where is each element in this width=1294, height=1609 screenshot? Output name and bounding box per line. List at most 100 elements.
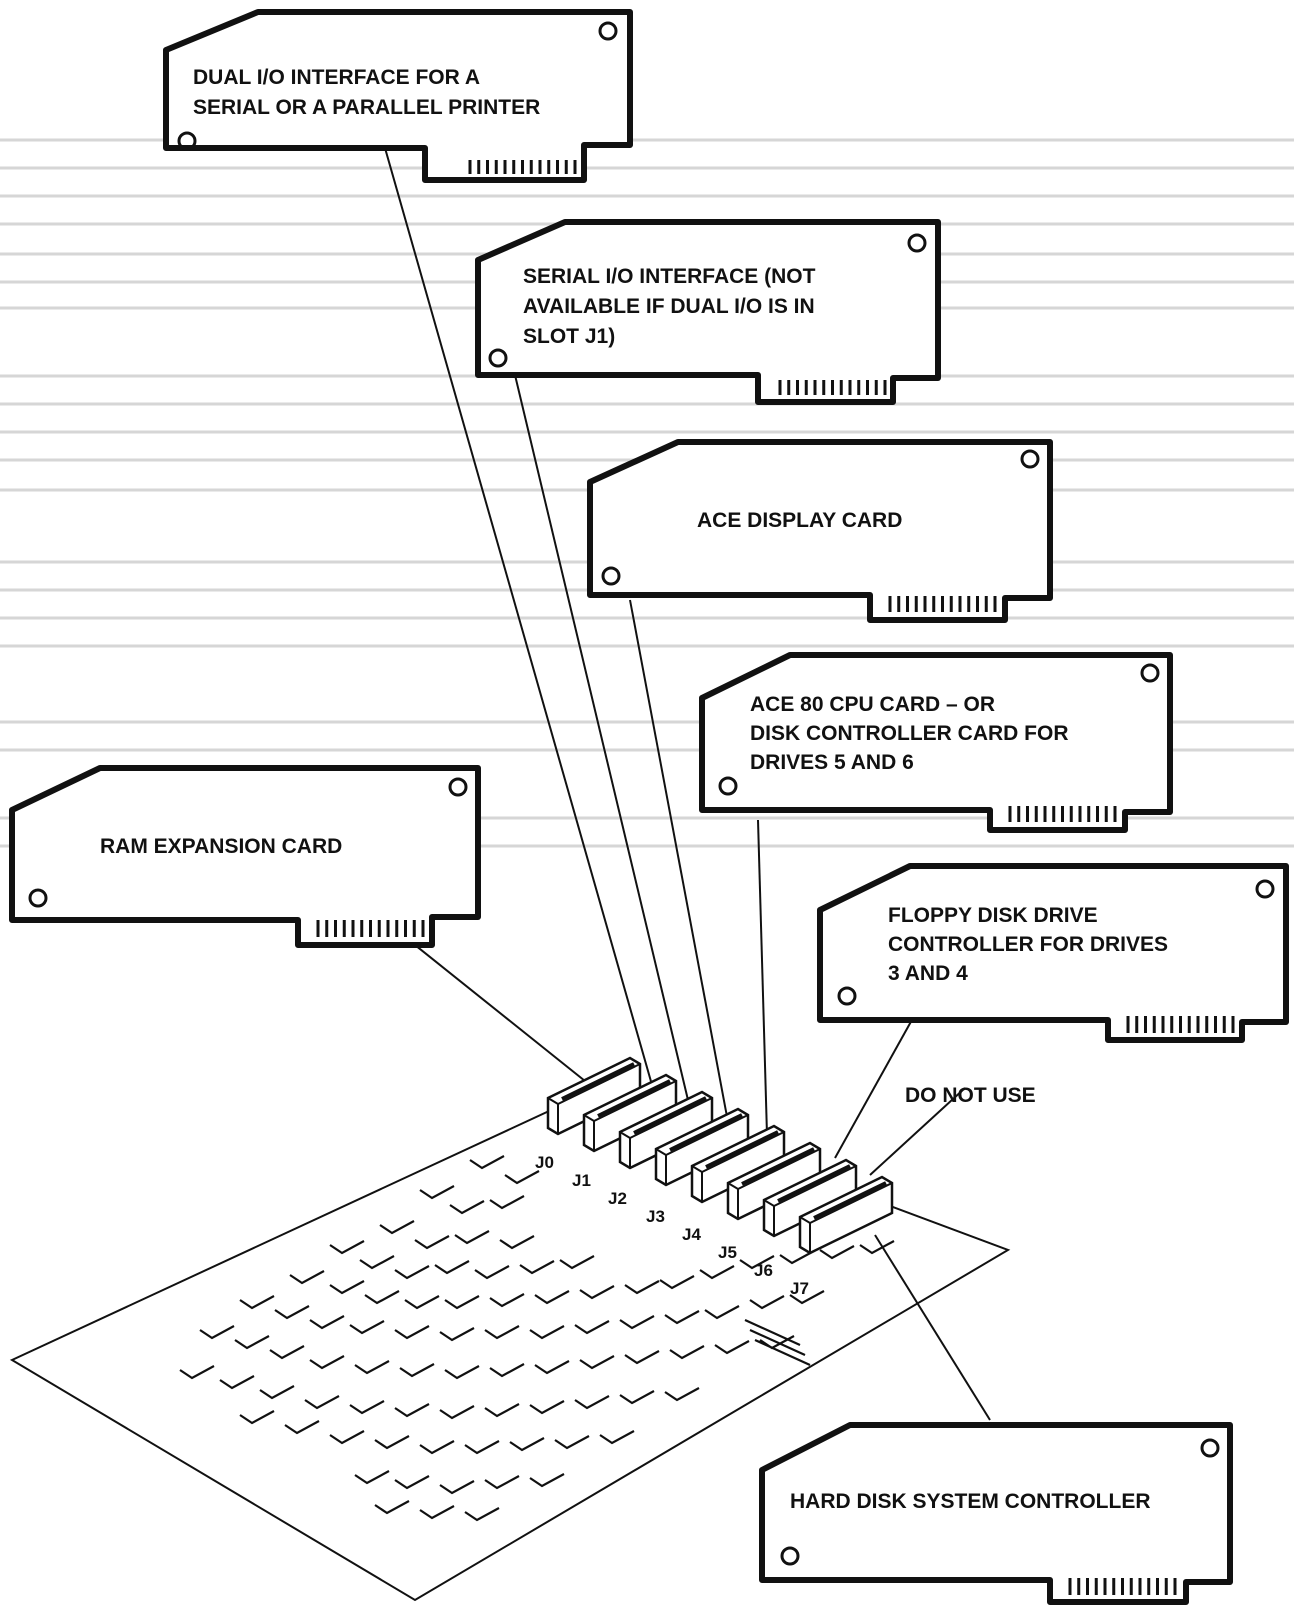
card-serial-io-line-2: AVAILABLE IF DUAL I/O IS IN [523, 295, 815, 318]
edge-connector [316, 920, 425, 937]
card-serial-io-line-3: SLOT J1) [523, 325, 615, 348]
trace-mark [464, 1507, 500, 1522]
trace-mark [519, 1260, 555, 1275]
trace-mark [749, 1295, 785, 1310]
trace-mark [329, 1280, 365, 1295]
trace-mark [419, 1505, 455, 1520]
mounting-hole [448, 777, 468, 797]
mounting-hole [837, 986, 857, 1006]
trace-mark [574, 1395, 610, 1410]
trace-mark [284, 1420, 320, 1435]
slot-label-j6: J6 [754, 1261, 773, 1280]
card-ram-expansion: RAM EXPANSION CARD [9, 765, 481, 948]
trace-mark [449, 1200, 485, 1215]
edge-connector [1008, 806, 1117, 822]
slot-connector [798, 1175, 894, 1255]
slot-label-j7: J7 [790, 1279, 809, 1298]
trace-mark [504, 1170, 540, 1185]
trace-mark [274, 1305, 310, 1320]
trace-mark [574, 1320, 610, 1335]
trace-mark [529, 1473, 565, 1488]
trace-mark [739, 1255, 775, 1270]
trace-mark [179, 1365, 215, 1380]
card-hard-disk-controller: HARD DISK SYSTEM CONTROLLER [759, 1422, 1233, 1605]
slot-label-j3: J3 [646, 1207, 665, 1226]
trace-mark [554, 1435, 590, 1450]
card-ace-cpu-line-3: DRIVES 5 AND 6 [750, 751, 914, 774]
trace-mark [464, 1440, 500, 1455]
mounting-hole [718, 776, 738, 796]
edge-connector [1126, 1016, 1235, 1033]
trace-mark [414, 1235, 450, 1250]
trace-mark [439, 1327, 475, 1342]
trace-mark [579, 1355, 615, 1370]
trace-mark [599, 1430, 635, 1445]
trace-mark [509, 1437, 545, 1452]
slot-connector [726, 1141, 822, 1221]
mounting-hole [1255, 879, 1275, 899]
card-dual-io-interface: DUAL I/O INTERFACE FOR A SERIAL OR A PAR… [163, 9, 633, 183]
trace-mark [374, 1435, 410, 1450]
trace-mark [394, 1403, 430, 1418]
trace-mark [354, 1360, 390, 1375]
trace-mark [364, 1290, 400, 1305]
trace-mark [624, 1280, 660, 1295]
mounting-hole [601, 566, 621, 586]
trace-mark [259, 1385, 295, 1400]
trace-line [754, 1338, 811, 1367]
trace-mark [489, 1363, 525, 1378]
trace-mark [359, 1255, 395, 1270]
trace-mark [484, 1325, 520, 1340]
trace-mark [534, 1360, 570, 1375]
trace-mark [714, 1340, 750, 1355]
trace-mark [699, 1265, 735, 1280]
slot-label-j4: J4 [682, 1225, 701, 1244]
trace-mark [219, 1375, 255, 1390]
trace-mark [239, 1295, 275, 1310]
trace-mark [309, 1355, 345, 1370]
trace-mark [404, 1295, 440, 1310]
trace-mark [819, 1245, 855, 1260]
trace-mark [234, 1335, 270, 1350]
trace-mark [579, 1285, 615, 1300]
mounting-hole [780, 1546, 800, 1566]
trace-mark [394, 1475, 430, 1490]
slot-label-j2: J2 [608, 1189, 627, 1208]
trace-mark [394, 1265, 430, 1280]
do-not-use-label: DO NOT USE [905, 1084, 1036, 1107]
edge-connector [468, 160, 577, 174]
trace-mark [309, 1315, 345, 1330]
trace-mark [239, 1410, 275, 1425]
edge-connector [778, 380, 887, 395]
card-ram-line-1: RAM EXPANSION CARD [100, 835, 342, 858]
mounting-hole [1200, 1438, 1220, 1458]
slot-connectors [546, 1056, 894, 1255]
card-ace-cpu-line-1: ACE 80 CPU CARD – OR [750, 693, 995, 716]
card-hard-disk-line-1: HARD DISK SYSTEM CONTROLLER [790, 1490, 1151, 1513]
trace-mark [399, 1363, 435, 1378]
trace-mark [489, 1195, 525, 1210]
trace-mark [619, 1390, 655, 1405]
mounting-hole [907, 233, 927, 253]
card-ace-cpu-line-2: DISK CONTROLLER CARD FOR [750, 722, 1069, 745]
trace-mark [669, 1345, 705, 1360]
trace-mark [374, 1500, 410, 1515]
card-floppy-line-1: FLOPPY DISK DRIVE [888, 904, 1098, 927]
trace-mark [394, 1325, 430, 1340]
trace-mark [559, 1255, 595, 1270]
slot-label-j0: J0 [535, 1153, 554, 1172]
trace-mark [789, 1290, 825, 1305]
mounting-hole [28, 888, 48, 908]
trace-mark [419, 1440, 455, 1455]
slot-labels: J0 J1 J2 J3 J4 J5 J6 J7 [535, 1153, 809, 1298]
trace-mark [469, 1155, 505, 1170]
trace-mark [474, 1265, 510, 1280]
trace-mark [304, 1395, 340, 1410]
edge-connector [1068, 1578, 1177, 1595]
trace-mark [354, 1470, 390, 1485]
trace-mark [624, 1350, 660, 1365]
mounting-hole [1020, 449, 1040, 469]
trace-mark [499, 1235, 535, 1250]
mounting-hole [177, 131, 197, 151]
